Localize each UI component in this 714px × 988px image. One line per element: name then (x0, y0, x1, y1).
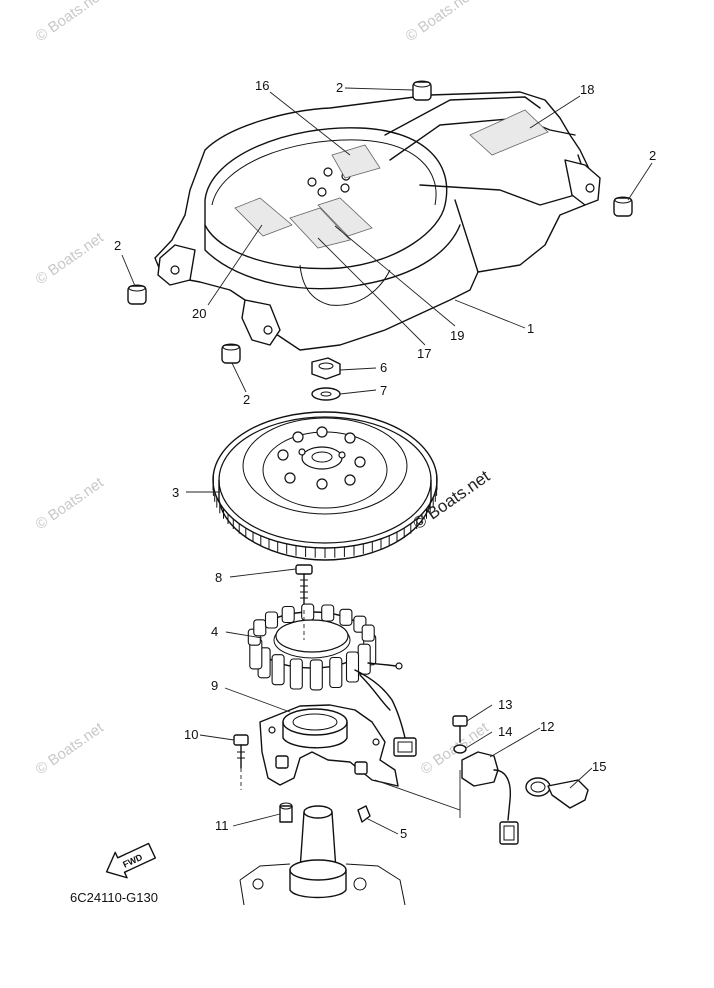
watermark-text: © Boats.net (33, 719, 108, 778)
callout-7: 7 (380, 383, 387, 398)
grommet-icon (412, 80, 432, 101)
callout-2: 2 (114, 238, 121, 253)
callout-4: 4 (211, 624, 218, 639)
watermark-text: © Boats.net (33, 0, 108, 45)
label-19a (289, 207, 351, 249)
callout-2: 2 (243, 392, 250, 407)
grommet-icon (613, 196, 633, 217)
label-16 (331, 144, 381, 179)
flywheel (212, 411, 438, 561)
callout-12: 12 (540, 719, 554, 734)
pulser-coil (461, 751, 519, 845)
callout-10: 10 (184, 727, 198, 742)
grommet-parts (127, 80, 633, 364)
washer-icon (311, 387, 341, 401)
diagram-code: 6C24110-G130 (70, 890, 158, 905)
crankshaft (239, 805, 406, 906)
callout-16: 16 (255, 78, 269, 93)
callout-18: 18 (580, 82, 594, 97)
callout-2: 2 (336, 80, 343, 95)
callout-19: 19 (450, 328, 464, 343)
callout-15: 15 (592, 759, 606, 774)
callout-3: 3 (172, 485, 179, 500)
callout-17: 17 (417, 346, 431, 361)
label-19b (317, 197, 373, 237)
grommet-icon (127, 284, 147, 305)
callout-14: 14 (498, 724, 512, 739)
nut-icon (311, 357, 341, 380)
callout-11: 11 (215, 818, 229, 833)
label-18 (469, 109, 549, 156)
callout-1: 1 (527, 321, 534, 336)
callout-6: 6 (380, 360, 387, 375)
callout-20: 20 (192, 306, 206, 321)
washer-icon (453, 744, 467, 754)
grommet-icon (221, 343, 241, 364)
watermark-text: © Boats.net (33, 474, 108, 533)
callout-numbers: 16 2 18 2 2 20 19 1 17 2 6 7 3 8 4 9 13 … (114, 78, 656, 841)
callout-5: 5 (400, 826, 407, 841)
collar-icon (279, 802, 293, 823)
callout-13: 13 (498, 697, 512, 712)
label-20 (234, 197, 293, 237)
callout-9: 9 (211, 678, 218, 693)
base-plate (259, 704, 399, 787)
callout-2: 2 (649, 148, 656, 163)
bolt-icon (295, 564, 313, 611)
flywheel-cover (154, 91, 601, 351)
callout-8: 8 (215, 570, 222, 585)
leader-lines (121, 87, 653, 835)
watermark-text: © Boats.net (33, 229, 108, 288)
watermark-text: © Boats.net (403, 0, 478, 45)
tie-band (525, 777, 589, 809)
stator (247, 603, 417, 757)
bolt-icon (233, 734, 249, 769)
fwd-arrow-icon: FWD (105, 842, 157, 879)
